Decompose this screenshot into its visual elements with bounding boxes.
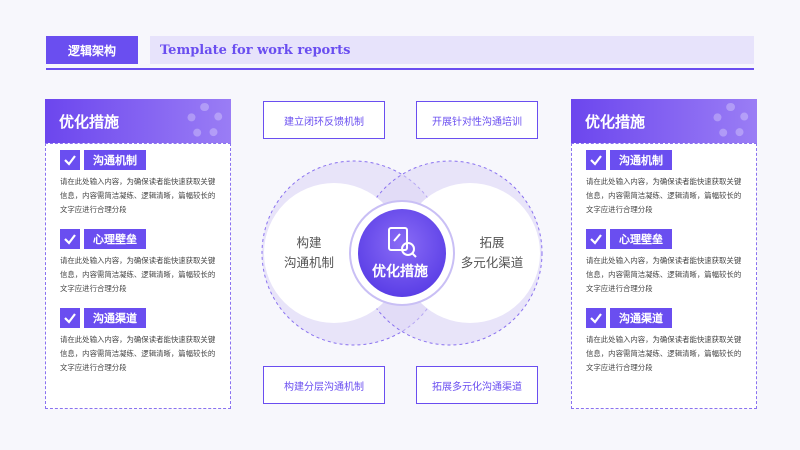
checkbox-icon: [60, 229, 80, 249]
left-panel-body: 沟通机制 请在此处输入内容，为确保读者能快速获取关键信息，内容需简洁凝练、逻辑清…: [45, 143, 231, 409]
top-right-box: 开展针对性沟通培训: [416, 101, 538, 139]
item-label: 沟通机制: [610, 150, 672, 170]
bottom-left-box: 构建分层沟通机制: [263, 366, 385, 404]
checkbox-icon: [586, 229, 606, 249]
right-panel-header: 优化措施: [571, 99, 757, 143]
left-circle-text: 构建 沟通机制: [276, 233, 342, 273]
list-item: 心理壁垒 请在此处输入内容，为确保读者能快速获取关键信息，内容需简洁凝练、逻辑清…: [586, 227, 748, 296]
checkbox-icon: [586, 308, 606, 328]
left-panel-header: 优化措施: [45, 99, 231, 143]
item-label: 沟通渠道: [610, 308, 672, 328]
item-description: 请在此处输入内容，为确保读者能快速获取关键信息，内容需简洁凝练、逻辑清晰，篇幅较…: [586, 177, 742, 214]
top-left-box: 建立闭环反馈机制: [263, 101, 385, 139]
list-item: 沟通机制 请在此处输入内容，为确保读者能快速获取关键信息，内容需简洁凝练、逻辑清…: [60, 148, 222, 217]
header-tag: 逻辑架构: [46, 36, 138, 64]
right-panel-title: 优化措施: [585, 112, 646, 131]
item-label: 沟通机制: [84, 150, 146, 170]
item-description: 请在此处输入内容，为确保读者能快速获取关键信息，内容需简洁凝练、逻辑清晰，篇幅较…: [586, 335, 742, 372]
left-panel-title: 优化措施: [59, 112, 120, 131]
checkbox-icon: [60, 308, 80, 328]
right-panel-body: 沟通机制 请在此处输入内容，为确保读者能快速获取关键信息，内容需简洁凝练、逻辑清…: [571, 143, 757, 409]
item-description: 请在此处输入内容，为确保读者能快速获取关键信息，内容需简洁凝练、逻辑清晰，篇幅较…: [60, 177, 216, 214]
item-description: 请在此处输入内容，为确保读者能快速获取关键信息，内容需简洁凝练、逻辑清晰，篇幅较…: [60, 335, 216, 372]
list-item: 沟通渠道 请在此处输入内容，为确保读者能快速获取关键信息，内容需简洁凝练、逻辑清…: [60, 306, 222, 375]
venn-diagram: [252, 158, 552, 348]
item-label: 沟通渠道: [84, 308, 146, 328]
header-subtitle: Template for work reports: [150, 36, 754, 64]
header-divider: [46, 68, 754, 70]
list-item: 沟通渠道 请在此处输入内容，为确保读者能快速获取关键信息，内容需简洁凝练、逻辑清…: [586, 306, 748, 375]
core-circle: [358, 209, 446, 297]
gear-icon: [713, 103, 749, 139]
right-circle-line2: 多元化渠道: [460, 255, 524, 270]
item-description: 请在此处输入内容，为确保读者能快速获取关键信息，内容需简洁凝练、逻辑清晰，篇幅较…: [586, 256, 742, 293]
bottom-right-box: 拓展多元化沟通渠道: [416, 366, 538, 404]
checkbox-icon: [60, 150, 80, 170]
list-item: 心理壁垒 请在此处输入内容，为确保读者能快速获取关键信息，内容需简洁凝练、逻辑清…: [60, 227, 222, 296]
right-circle-text: 拓展 多元化渠道: [454, 233, 530, 273]
left-circle-line1: 构建: [296, 235, 322, 250]
item-label: 心理壁垒: [610, 229, 672, 249]
item-label: 心理壁垒: [84, 229, 146, 249]
list-item: 沟通机制 请在此处输入内容，为确保读者能快速获取关键信息，内容需简洁凝练、逻辑清…: [586, 148, 748, 217]
left-circle-line2: 沟通机制: [283, 255, 334, 270]
right-circle-line1: 拓展: [479, 235, 505, 250]
gear-icon: [187, 103, 223, 139]
checkbox-icon: [586, 150, 606, 170]
core-label: 优化措施: [372, 264, 428, 280]
document-search-icon: [388, 227, 417, 258]
item-description: 请在此处输入内容，为确保读者能快速获取关键信息，内容需简洁凝练、逻辑清晰，篇幅较…: [60, 256, 216, 293]
